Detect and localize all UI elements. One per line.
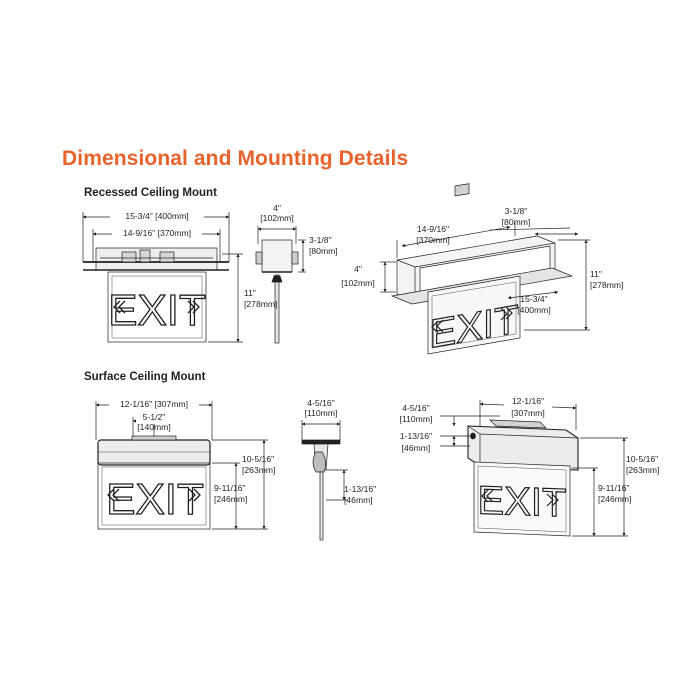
dim-label: [246mm] [598,494,631,504]
section-title-surface: Surface Ceiling Mount [84,371,206,383]
dim-label: 14-9/16" [370mm] [123,228,191,238]
dim-label: 14-9/16" [417,224,449,234]
dim-label: 9-11/16" [598,483,630,493]
dim-label: [110mm] [305,408,338,418]
dim-label: 12-1/16" [307mm] [120,399,188,409]
dim-label: 11" [244,288,256,298]
dim-label: [46mm] [344,495,373,505]
surface-iso-view [440,400,628,537]
dim-label: [246mm] [214,494,247,504]
chevron-icon [500,306,513,321]
dim-label: 3-1/8" [309,235,332,245]
dim-label: 3-1/8" [505,206,528,216]
chevron-icon [187,300,200,314]
dimension-labels: 15-3/4" [400mm] 14-9/16" [370mm] 11" [27… [109,203,659,505]
exit-sign-surface-iso: EXIT [477,478,567,526]
exit-text: EXIT [106,475,204,524]
chevron-icon [481,489,494,503]
dim-label: 4" [273,203,281,213]
dim-label: [278mm] [244,299,277,309]
dim-label: 1-13/16" [400,431,432,441]
dim-label: 4-5/16" [402,403,429,413]
recessed-iso-view [380,183,590,355]
dim-label: 15-3/4" [400mm] [125,211,188,221]
dim-label: [263mm] [242,465,275,475]
dim-label: [80mm] [502,217,531,227]
dim-label: [102mm] [341,278,374,288]
dim-label: [110mm] [400,414,433,424]
exit-sign-recessed-front: EXIT [107,285,206,335]
exit-sign-surface-front: EXIT [105,474,204,524]
dim-label: 15-3/4" [520,294,547,304]
dim-label: [400mm] [517,305,550,315]
dim-label: [278mm] [590,280,623,290]
dim-label: 12-1/16" [512,396,544,406]
page-title: Dimensional and Mounting Details [62,147,409,170]
dim-label: [80mm] [309,246,338,256]
dim-label: [140mm] [137,422,170,432]
chevron-icon [107,488,120,502]
dim-label: 5-1/2" [143,412,166,422]
dim-label: 10-5/16" [626,454,658,464]
surface-side-view [301,420,348,541]
chevron-icon [431,319,444,334]
section-title-recessed: Recessed Ceiling Mount [84,187,217,199]
dim-label: [263mm] [626,465,659,475]
dim-label: 1-13/16" [344,484,376,494]
exit-text: EXIT [478,478,567,525]
chevron-icon [113,300,126,314]
dim-label: 9-11/16" [214,483,246,493]
dim-label: [370mm] [416,235,449,245]
chevron-icon [188,488,201,502]
dim-label: [46mm] [402,443,431,453]
dim-label: 4-5/16" [307,398,334,408]
recessed-side-view [255,226,306,344]
recessed-front-view [82,212,243,343]
dim-label: [102mm] [260,213,293,223]
chevron-icon [546,493,559,507]
dim-label: [307mm] [511,408,544,418]
dim-label: 11" [590,269,602,279]
dim-label: 4" [354,264,362,274]
dim-label: 10-5/16" [242,454,274,464]
